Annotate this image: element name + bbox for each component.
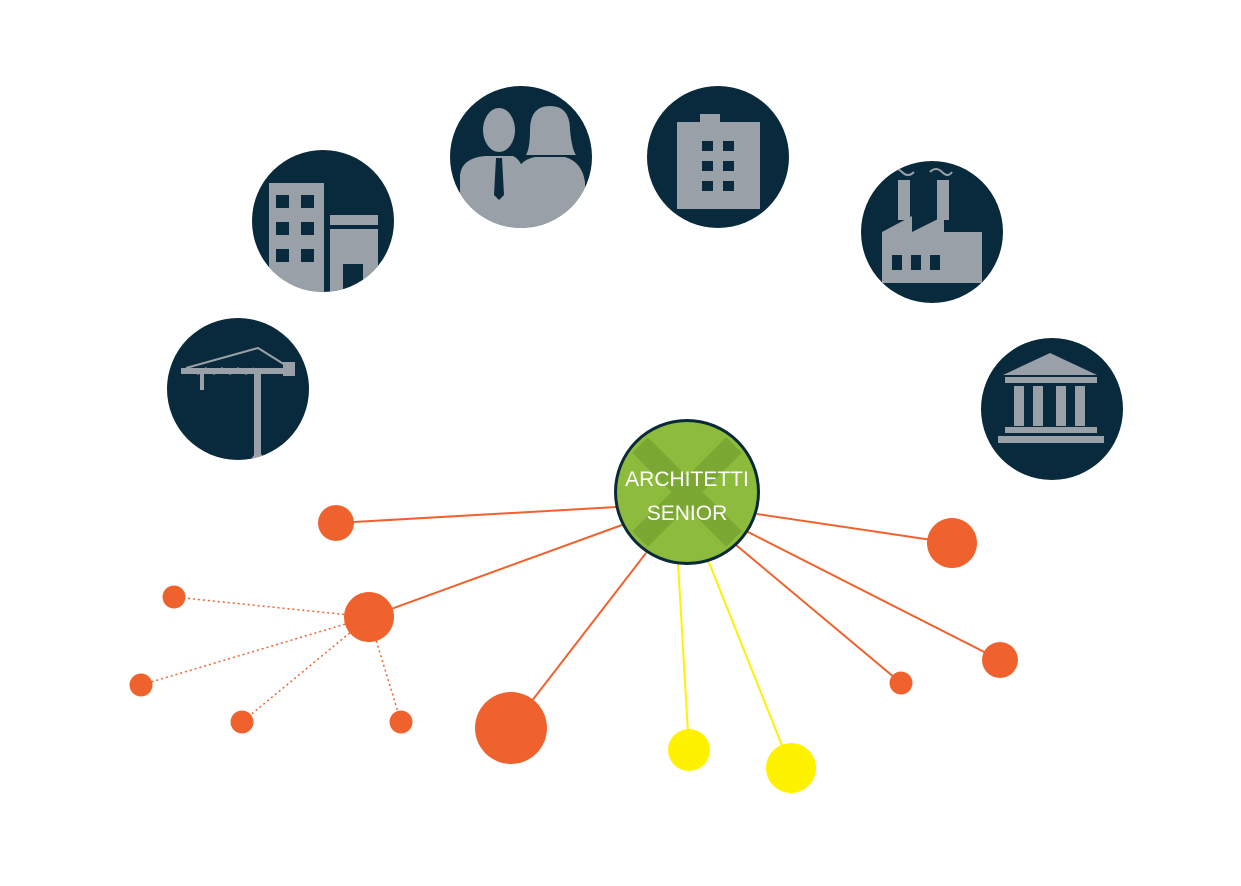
node-orange-small: [230, 710, 254, 734]
center-label-line2: SENIOR: [647, 502, 728, 525]
edge-dotted: [140, 616, 370, 686]
edge-dotted: [173, 596, 370, 618]
edge-orange: [735, 544, 902, 684]
buildings-icon: [252, 150, 394, 292]
x-mark-icon: [632, 437, 742, 547]
crane-icon: [167, 318, 309, 460]
edge-orange: [510, 552, 647, 729]
node-orange-small: [389, 710, 413, 734]
node-orange: [927, 518, 977, 568]
edge-yellow: [677, 562, 690, 751]
center-node: ARCHITETTI SENIOR: [614, 419, 760, 565]
node-yellow: [766, 743, 816, 793]
node-orange-hub: [344, 592, 394, 642]
edge-yellow: [707, 559, 792, 769]
node-yellow: [668, 729, 710, 771]
edge-orange: [335, 506, 618, 524]
edge-dotted: [368, 616, 402, 723]
office-building-icon: [647, 86, 789, 228]
edge-orange: [368, 524, 623, 618]
center-label-line1: ARCHITETTI: [625, 468, 749, 491]
people-icon: [450, 86, 592, 228]
node-orange-small: [162, 585, 186, 609]
connections: [140, 506, 1001, 769]
node-orange: [982, 642, 1018, 678]
node-orange-small: [889, 671, 913, 695]
node-orange-large: [475, 692, 547, 764]
node-orange: [318, 505, 354, 541]
edge-orange: [747, 531, 1001, 661]
node-orange-small: [129, 673, 153, 697]
factory-icon: [861, 161, 1003, 303]
institution-icon: [981, 338, 1123, 480]
edge-orange: [756, 513, 953, 544]
nodes: [129, 505, 1018, 793]
